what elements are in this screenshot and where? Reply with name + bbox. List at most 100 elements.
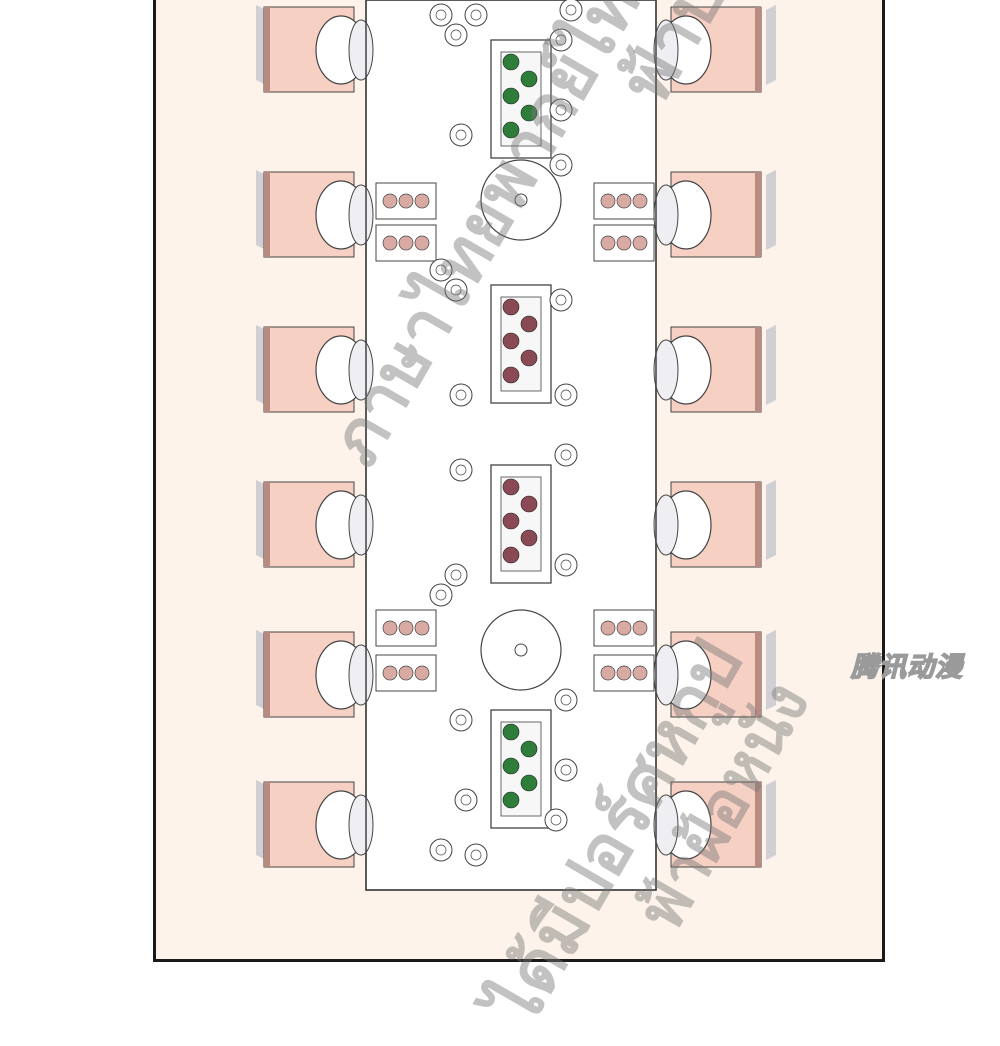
diner-shoulder	[653, 644, 679, 706]
bowl-inner	[555, 294, 567, 306]
chair-back	[264, 632, 270, 717]
small-plate	[616, 193, 632, 209]
food-item	[502, 121, 520, 139]
small-plate	[414, 235, 430, 251]
diner-shoulder	[653, 794, 679, 856]
place-bowl	[549, 98, 573, 122]
chair-back	[755, 327, 761, 412]
lazy-susan	[480, 609, 562, 691]
place-bowl	[444, 563, 468, 587]
food-item	[502, 478, 520, 496]
bowl-inner	[560, 389, 572, 401]
small-plate	[398, 235, 414, 251]
chair-back	[755, 482, 761, 567]
left-seat	[256, 325, 374, 413]
food-item	[502, 723, 520, 741]
food-item	[520, 104, 538, 122]
small-plate	[382, 235, 398, 251]
bowl-inner	[435, 9, 447, 21]
chair-back	[264, 327, 270, 412]
food-item	[502, 791, 520, 809]
bowl-inner	[560, 764, 572, 776]
left-seat	[256, 630, 374, 718]
right-seat	[653, 325, 776, 413]
small-plate	[398, 620, 414, 636]
place-bowl	[544, 808, 568, 832]
right-seat	[653, 780, 776, 868]
center-dish	[490, 709, 552, 829]
small-plate	[600, 235, 616, 251]
bowl-inner	[555, 159, 567, 171]
place-bowl	[559, 0, 583, 22]
chair-back-shadow	[766, 170, 776, 250]
small-plate	[600, 620, 616, 636]
small-plate	[398, 665, 414, 681]
table-edge	[365, 0, 657, 891]
small-plate	[616, 235, 632, 251]
chair-back-shadow	[766, 5, 776, 85]
place-bowl	[554, 443, 578, 467]
small-plate	[398, 193, 414, 209]
food-item	[502, 546, 520, 564]
small-plate	[632, 235, 648, 251]
place-bowl	[429, 583, 453, 607]
small-plate	[616, 620, 632, 636]
small-plate	[414, 193, 430, 209]
food-item	[520, 740, 538, 758]
food-item	[502, 366, 520, 384]
place-bowl	[554, 383, 578, 407]
bowl-inner	[455, 464, 467, 476]
diner-shoulder	[653, 184, 679, 246]
chair-back	[755, 782, 761, 867]
food-item	[502, 298, 520, 316]
place-bowl	[444, 23, 468, 47]
bowl-inner	[565, 4, 577, 16]
small-plate	[414, 620, 430, 636]
right-seat	[653, 5, 776, 93]
bowl-inner	[460, 794, 472, 806]
place-bowl	[429, 3, 453, 27]
chair-back	[755, 172, 761, 257]
plate-set	[375, 182, 437, 220]
place-bowl	[454, 788, 478, 812]
plate-set	[593, 224, 655, 262]
small-plate	[632, 665, 648, 681]
place-bowl	[449, 123, 473, 147]
place-bowl	[549, 153, 573, 177]
center-dish	[490, 464, 552, 584]
left-seat	[256, 5, 374, 93]
small-plate	[414, 665, 430, 681]
bowl-inner	[455, 129, 467, 141]
place-bowl	[464, 843, 488, 867]
food-item	[520, 315, 538, 333]
bowl-inner	[450, 284, 462, 296]
bowl-inner	[450, 29, 462, 41]
chair-back	[264, 172, 270, 257]
chair-back	[264, 482, 270, 567]
bowl-inner	[455, 714, 467, 726]
comic-panel	[153, 0, 885, 962]
left-seat	[256, 780, 374, 868]
bowl-inner	[435, 589, 447, 601]
diner-shoulder	[348, 184, 374, 246]
chair-back-shadow	[766, 325, 776, 405]
turntable-center	[514, 643, 528, 657]
right-seat	[653, 170, 776, 258]
place-bowl	[429, 838, 453, 862]
food-item	[502, 757, 520, 775]
diner-shoulder	[348, 19, 374, 81]
diner-shoulder	[348, 339, 374, 401]
publisher-logo: 腾讯动漫	[850, 651, 963, 684]
bowl-inner	[560, 449, 572, 461]
small-plate	[600, 193, 616, 209]
right-seat	[653, 630, 776, 718]
bowl-inner	[435, 844, 447, 856]
lazy-susan	[480, 159, 562, 241]
food-item	[502, 512, 520, 530]
bowl-inner	[555, 34, 567, 46]
place-bowl	[554, 553, 578, 577]
place-bowl	[464, 3, 488, 27]
small-plate	[382, 620, 398, 636]
turntable-center	[514, 193, 528, 207]
chair-back	[264, 782, 270, 867]
